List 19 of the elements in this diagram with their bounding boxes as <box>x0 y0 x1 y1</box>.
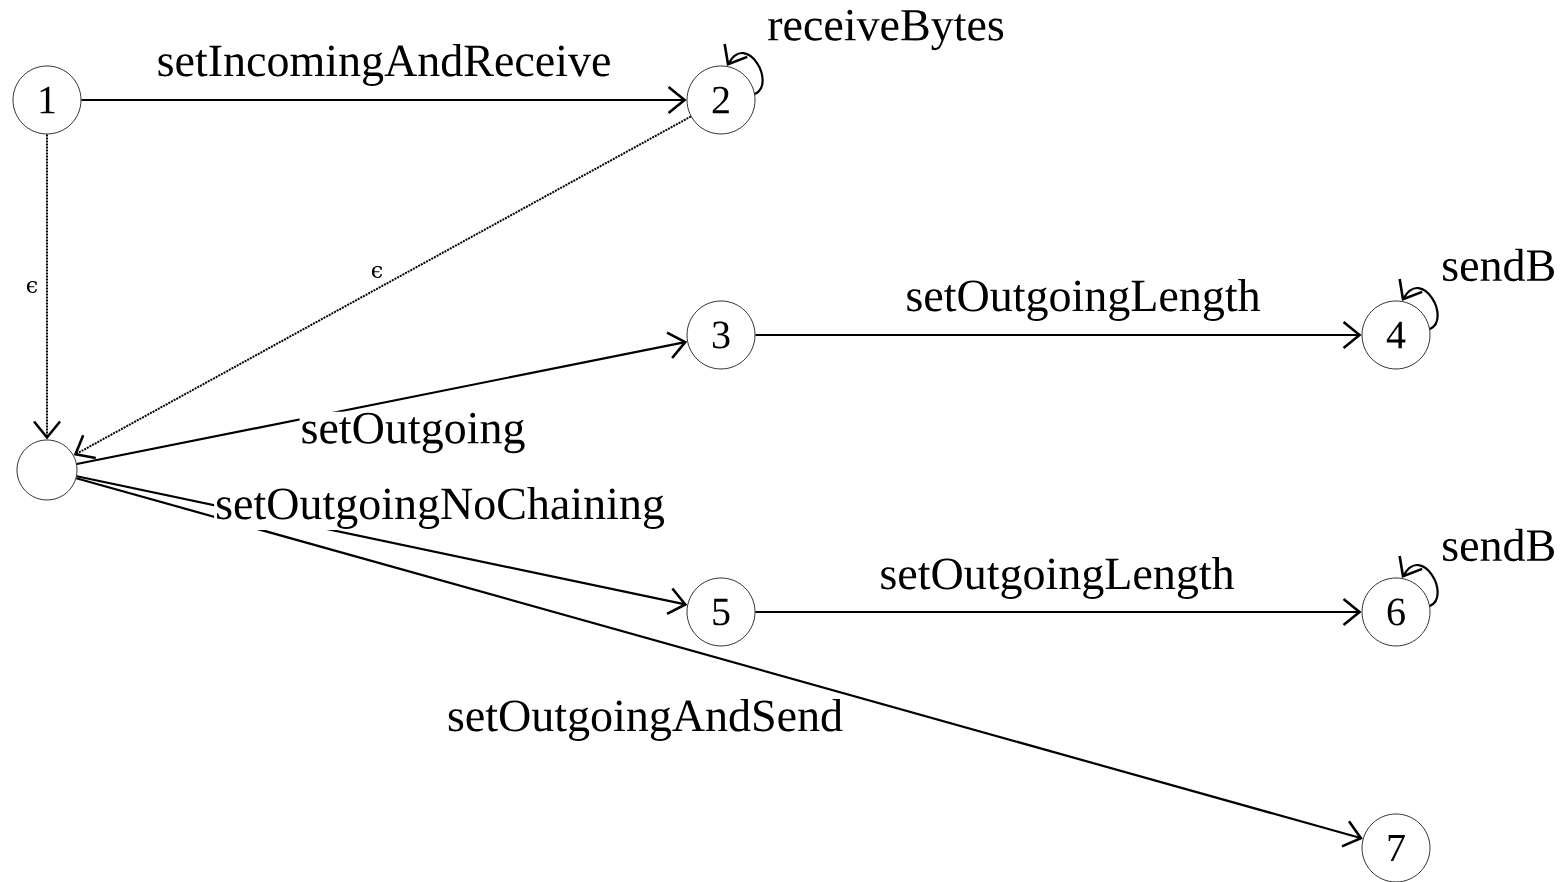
arrow <box>33 133 61 440</box>
edge-label: ϵ <box>24 279 40 294</box>
arrow <box>76 477 1363 848</box>
edge-label: setOutgoingAndSend <box>445 698 845 742</box>
arrow <box>73 115 692 460</box>
edge-label: sendB <box>1440 247 1558 283</box>
edge-label: setOutgoingLength <box>878 556 1236 600</box>
edge-label: sendB <box>1440 527 1558 563</box>
edge-label: setOutgoingLength <box>904 278 1262 322</box>
arrow <box>755 320 1362 349</box>
arrow <box>76 331 688 466</box>
state-circle <box>16 439 78 501</box>
arrow <box>755 597 1362 626</box>
arrow <box>81 85 687 114</box>
edge-label: setOutgoing <box>299 411 527 455</box>
edge-label: ϵ <box>369 264 385 279</box>
edge-label: setOutgoingNoChaining <box>214 486 666 530</box>
edge-label: setIncomingAndReceive <box>155 43 613 87</box>
edge-label: receiveBytes <box>766 8 1006 52</box>
